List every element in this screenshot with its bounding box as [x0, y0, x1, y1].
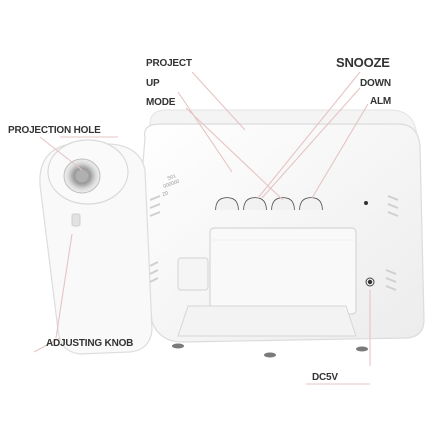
- projection-hole-label: PROJECTION HOLE: [8, 125, 101, 136]
- svg-text:000000: 000000: [163, 178, 181, 189]
- svg-text:Z0: Z0: [162, 190, 170, 198]
- project-label: PROJECT: [146, 58, 192, 69]
- adjusting-knob-label: ADJUSTING KNOB: [46, 338, 134, 349]
- snooze-label: SNOOZE: [336, 55, 390, 70]
- stand: [177, 305, 357, 337]
- leader-lines: [33, 71, 371, 385]
- down-label: DOWN: [360, 78, 391, 89]
- leader-snooze: [257, 71, 361, 199]
- adjusting-knob-icon: [71, 213, 81, 227]
- dc5v-port-icon: [365, 277, 375, 287]
- leader-adjusting-knob: [55, 233, 73, 339]
- leader-project: [191, 71, 246, 131]
- up-label: UP: [146, 78, 160, 89]
- battery-cover: [209, 227, 357, 315]
- svg-text:S01: S01: [167, 173, 178, 182]
- leader-mode: [185, 107, 284, 201]
- right-vent-icon: [385, 195, 399, 291]
- leader-down: [261, 87, 361, 199]
- dc5v-label: DC5V: [312, 372, 338, 383]
- leader-projection-hole: [39, 136, 83, 171]
- leader-up: [177, 91, 233, 173]
- mode-label: MODE: [146, 97, 176, 108]
- back-panel-text: S01 000000 Z0: [162, 173, 181, 198]
- side-clip: [177, 257, 209, 291]
- left-vent-icon: [149, 195, 161, 283]
- alm-label: ALM: [370, 96, 392, 107]
- leader-alm: [311, 103, 369, 199]
